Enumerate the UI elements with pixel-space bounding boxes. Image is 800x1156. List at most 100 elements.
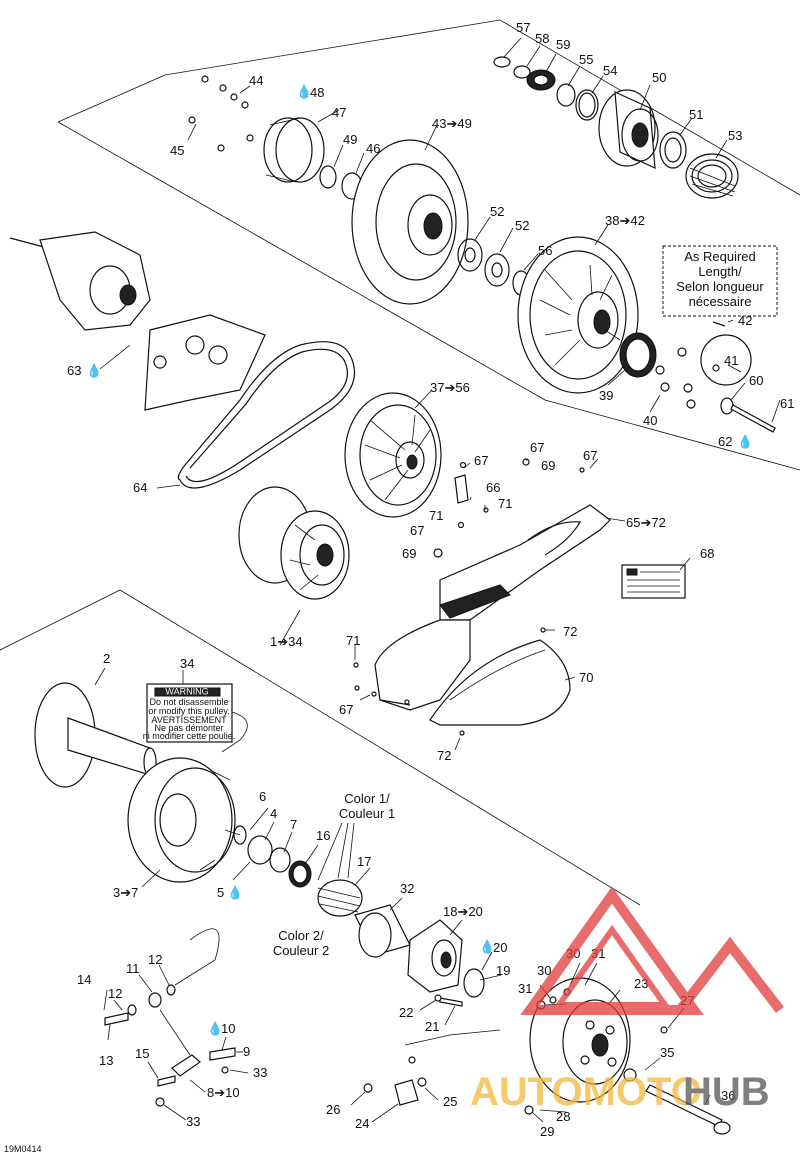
drop-icon-5: 💧 (227, 885, 243, 900)
label-57: 57 (516, 20, 530, 35)
drop-icon-62: 💧 (737, 434, 753, 449)
label-44: 44 (249, 73, 263, 88)
washer-60 (720, 397, 734, 415)
label-33a: 33 (253, 1065, 267, 1080)
ring-49 (319, 165, 337, 189)
label-53: 53 (728, 128, 742, 143)
label-64: 64 (133, 480, 147, 495)
label-50: 50 (652, 70, 666, 85)
label-68: 68 (700, 546, 714, 561)
label-12a: 12 (148, 952, 162, 967)
label-45: 45 (170, 143, 184, 158)
spring-53 (685, 153, 739, 199)
section-frames (0, 19, 800, 906)
label-30b: 30 (537, 963, 551, 978)
warning-title: WARNING (165, 687, 208, 697)
label-58: 58 (535, 31, 549, 46)
diagram-code: 19M0414 (4, 1144, 42, 1154)
label-18: 18➔20 (443, 904, 483, 919)
screw-26 (363, 1083, 373, 1093)
washer-52a (457, 238, 483, 272)
bolt-61 (730, 404, 776, 433)
warning-line-2: or modify this pulley. (148, 706, 229, 716)
lever-8 (171, 1054, 201, 1077)
label-32: 32 (400, 881, 414, 896)
label-71c: 71 (346, 633, 360, 648)
label-49: 49 (343, 132, 357, 147)
label-38: 38➔42 (605, 213, 645, 228)
label-3: 3➔7 (113, 885, 138, 900)
warning-line-5: ni modifier cette poulie. (143, 731, 236, 741)
screw-25 (417, 1077, 427, 1087)
label-2: 2 (103, 651, 110, 666)
label-72a: 72 (563, 624, 577, 639)
drop-icon-20: 💧 (479, 939, 495, 954)
label-36: 36 (721, 1088, 735, 1103)
label-21: 21 (425, 1019, 439, 1034)
label-9: 9 (243, 1044, 250, 1059)
label-12b: 12 (108, 986, 122, 1001)
watermark-text-2: HUB (683, 1070, 770, 1114)
label-37: 37➔56 (430, 380, 470, 395)
bushing-4 (247, 835, 273, 865)
belt-guard-group (353, 458, 686, 736)
label-6: 6 (259, 789, 266, 804)
label-40: 40 (643, 413, 657, 428)
sliding-half-43 (351, 139, 469, 305)
note-line-4: nécessaire (689, 294, 752, 309)
bracket-66 (454, 474, 469, 504)
part-labels: 57 58 59 55 54 50 51 53 44 💧 48 47 45 49… (4, 20, 794, 1154)
leaders (94, 37, 781, 1123)
label-16: 16 (316, 828, 330, 843)
label-67b: 67 (530, 440, 544, 455)
note-box: As Required Length/ Selon longueur néces… (662, 245, 778, 317)
washer-58 (513, 65, 531, 79)
bracket-24 (394, 1079, 419, 1106)
note-line-1: As Required (684, 249, 756, 264)
label-52b: 52 (515, 218, 529, 233)
bushing-19 (463, 968, 485, 998)
pulley-37 (344, 392, 442, 518)
label-46: 46 (366, 141, 380, 156)
label-24: 24 (355, 1116, 369, 1131)
label-22: 22 (399, 1005, 413, 1020)
drive-pulley-exploded: WARNING Do not disassemble or modify thi… (34, 682, 731, 1135)
label-34: 34 (180, 656, 194, 671)
cam-50 (598, 89, 659, 169)
label-62: 62 (718, 434, 732, 449)
label-67a: 67 (474, 453, 488, 468)
label-66: 66 (486, 480, 500, 495)
drop-icon-63: 💧 (86, 363, 102, 378)
note-line-2: Length/ (698, 264, 742, 279)
label-28: 28 (556, 1109, 570, 1124)
label-33b: 33 (186, 1114, 200, 1129)
bushing-51 (659, 131, 687, 169)
label-71a: 71 (498, 496, 512, 511)
label-60: 60 (749, 373, 763, 388)
engine-group (9, 231, 266, 411)
warning-line-1: Do not disassemble (149, 697, 228, 707)
label-31b: 31 (518, 981, 532, 996)
label-43: 43➔49 (432, 116, 472, 131)
belt-64 (177, 341, 356, 489)
pin-9 (209, 1047, 236, 1061)
bushing-6 (233, 825, 247, 845)
pin-15 (157, 1075, 176, 1087)
label-29: 29 (540, 1124, 554, 1139)
label-39: 39 (599, 388, 613, 403)
driven-pulley-group: As Required Length/ Selon longueur néces… (187, 56, 778, 433)
label-14: 14 (77, 972, 91, 987)
color2-line1: Color 2/ (278, 928, 324, 943)
color1-line1: Color 1/ (344, 791, 390, 806)
label-63: 63 (67, 363, 81, 378)
label-55: 55 (579, 52, 593, 67)
label-51: 51 (689, 107, 703, 122)
warning-line-3: AVERTISSEMENT (151, 715, 227, 725)
watermark-text-1: AUTOMOTO (470, 1070, 702, 1114)
label-72b: 72 (437, 748, 451, 763)
color2-line2: Couleur 2 (273, 943, 329, 958)
label-17: 17 (357, 854, 371, 869)
ring-47 (263, 117, 325, 183)
label-69b: 69 (402, 546, 416, 561)
fixed-half-38 (517, 236, 639, 394)
